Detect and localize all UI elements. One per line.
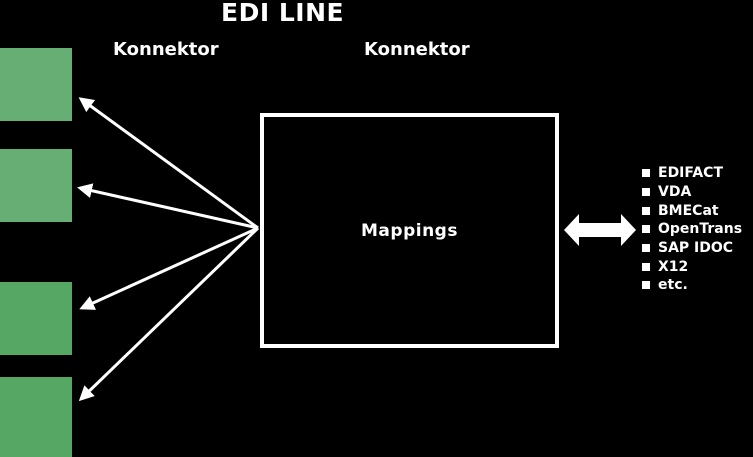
format-item: SAP IDOC <box>642 239 742 258</box>
arrow-to-partner-3 <box>79 226 259 310</box>
format-label: X12 <box>658 258 689 275</box>
page-title: EDI LINE <box>221 0 345 27</box>
arrow-to-partner-1 <box>78 97 259 230</box>
mappings-label: Mappings <box>361 220 458 241</box>
format-label: EDIFACT <box>658 165 724 182</box>
format-label: OpenTrans <box>658 221 743 238</box>
bidirectional-arrow-icon <box>564 214 636 246</box>
arrow-to-partner-4 <box>78 226 260 402</box>
format-item: X12 <box>642 257 742 276</box>
bullet-square-icon <box>642 225 650 234</box>
partner-box-1 <box>0 48 72 121</box>
partner-box-3 <box>0 282 72 355</box>
mappings-box: Mappings <box>260 113 559 348</box>
format-item: EDIFACT <box>642 164 742 183</box>
partner-box-2 <box>0 149 72 222</box>
format-label: SAP IDOC <box>658 240 734 257</box>
format-item: VDA <box>642 183 742 202</box>
arrow-to-partner-2 <box>77 183 259 230</box>
konnektor-right-label: Konnektor <box>364 39 470 60</box>
bullet-square-icon <box>642 169 650 178</box>
bullet-square-icon <box>642 188 650 197</box>
format-item: BMECat <box>642 201 742 220</box>
partner-box-4 <box>0 377 72 457</box>
bullet-square-icon <box>642 281 650 290</box>
formats-list: EDIFACT VDA BMECat OpenTrans SAP IDOC X1… <box>642 164 742 295</box>
bullet-square-icon <box>642 206 650 215</box>
konnektor-left-label: Konnektor <box>113 39 219 60</box>
format-item: etc. <box>642 276 742 295</box>
bullet-square-icon <box>642 244 650 253</box>
bullet-square-icon <box>642 262 650 271</box>
format-item: OpenTrans <box>642 220 742 239</box>
format-label: etc. <box>658 277 688 294</box>
format-label: BMECat <box>658 202 719 219</box>
format-label: VDA <box>658 184 692 201</box>
